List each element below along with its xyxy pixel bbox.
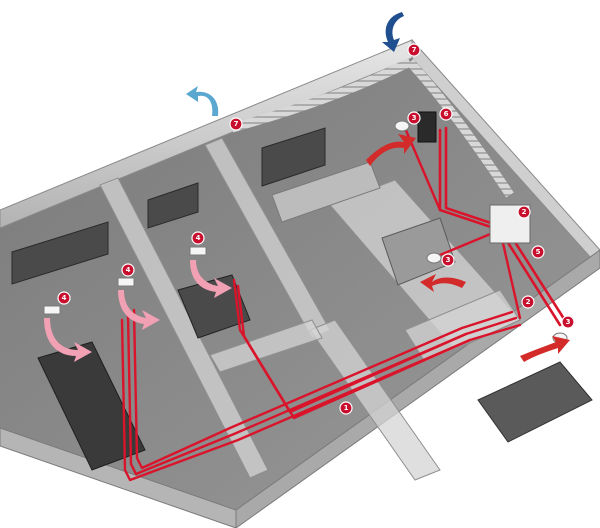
pipe-living-b xyxy=(236,284,472,420)
pipe-main-a xyxy=(120,318,522,482)
pipe-down xyxy=(498,228,522,320)
wall-center xyxy=(209,319,323,373)
curved-arrow-down-icon xyxy=(382,12,404,52)
marker-2: 2 xyxy=(521,295,535,309)
marker-label: 6 xyxy=(444,110,449,118)
furniture xyxy=(37,161,593,471)
kitchen-counter xyxy=(271,161,381,223)
valve-bedroom-a xyxy=(43,305,61,315)
marker-label: 3 xyxy=(412,114,417,122)
marker-label: 4 xyxy=(126,266,131,274)
window-left xyxy=(11,221,109,285)
marker-3: 3 xyxy=(441,253,455,267)
marker-label: 1 xyxy=(344,404,349,412)
distribution-box xyxy=(417,111,437,143)
valve-bedroom-b xyxy=(117,277,135,287)
supply-air-arrow-icon xyxy=(190,260,232,298)
marker-5: 5 xyxy=(531,245,545,259)
marker-label: 3 xyxy=(446,256,451,264)
marker-label: 4 xyxy=(196,234,201,242)
chair xyxy=(177,274,251,339)
marker-label: 4 xyxy=(62,294,67,302)
supply-air-arrow-icon xyxy=(118,290,160,330)
bed xyxy=(477,361,593,443)
marker-3: 3 xyxy=(561,315,575,329)
marker-label: 5 xyxy=(536,248,541,256)
distribution-pipes xyxy=(120,126,568,482)
washbasin xyxy=(381,217,456,286)
pipe-main-b xyxy=(126,313,518,476)
marker-label: 7 xyxy=(412,46,417,54)
wall-bedroom-divider xyxy=(99,177,269,479)
pipe-riser-b xyxy=(444,126,568,324)
marker-4: 4 xyxy=(57,291,71,305)
marker-2: 2 xyxy=(517,205,531,219)
windows xyxy=(11,127,326,285)
marker-4: 4 xyxy=(121,263,135,277)
marker-label: 3 xyxy=(566,318,571,326)
numbered-markers: 1 2 2 3 3 3 4 4 4 5 6 7 xyxy=(57,43,575,415)
flex-duct-right xyxy=(406,58,514,198)
wall-corridor xyxy=(404,289,521,363)
marker-1: 1 xyxy=(339,401,353,415)
extract-air-arrow-icon xyxy=(366,134,416,166)
valve-kitchen xyxy=(394,120,410,132)
marker-7: 7 xyxy=(407,43,421,57)
pipe-main-c xyxy=(132,308,514,470)
marker-4: 4 xyxy=(191,231,205,245)
flex-ducts xyxy=(230,57,514,198)
marker-3: 3 xyxy=(407,111,421,125)
marker-7: 7 xyxy=(229,117,243,131)
sofa xyxy=(37,341,146,471)
valve-bath xyxy=(426,252,442,264)
extract-air-arrow-icon xyxy=(520,336,570,362)
marker-label: 2 xyxy=(522,208,527,216)
window-middle xyxy=(147,182,199,229)
marker-label: 7 xyxy=(234,120,239,128)
valve-living xyxy=(189,246,207,256)
wall-kitchen-front xyxy=(309,319,441,481)
marker-label: 2 xyxy=(526,298,531,306)
pipe-riser xyxy=(438,128,562,327)
flex-duct-back xyxy=(230,57,413,133)
curved-arrow-up-left-icon xyxy=(186,86,219,116)
window-right xyxy=(261,127,326,187)
marker-6: 6 xyxy=(439,107,453,121)
left-wall xyxy=(0,427,237,528)
airflow-arrows xyxy=(44,12,570,362)
extract-air-arrow-icon xyxy=(420,274,466,292)
supply-air-arrow-icon xyxy=(44,318,92,362)
